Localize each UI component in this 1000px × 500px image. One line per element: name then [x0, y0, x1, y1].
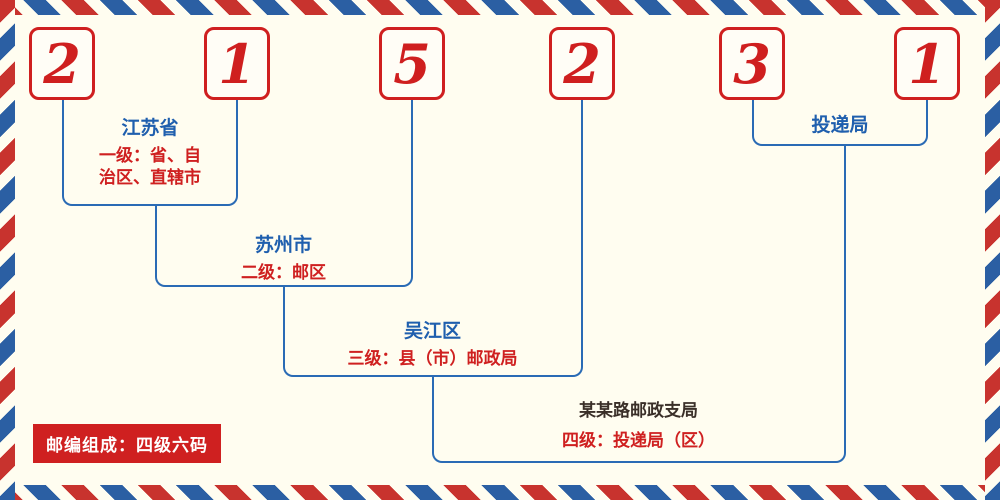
footer-badge: 邮编组成：四级六码	[33, 424, 221, 463]
connector-level4-right	[639, 144, 846, 463]
digit-5: 3	[733, 31, 771, 96]
label-level2: 苏州市 二级：邮区	[155, 230, 412, 284]
digit-4: 2	[563, 31, 601, 96]
digit-box-6: 1	[894, 27, 960, 100]
level2-desc: 二级：邮区	[241, 263, 326, 283]
digit-2: 1	[218, 31, 256, 96]
level1-desc-line1: 一级：省、自	[99, 146, 201, 166]
digit-box-2: 1	[204, 27, 270, 100]
level1-name: 江苏省	[121, 117, 179, 139]
label-delivery-office: 投递局	[752, 110, 928, 137]
level3-name: 吴江区	[403, 320, 461, 342]
airmail-border-left	[0, 0, 15, 500]
airmail-border-top	[0, 0, 1000, 15]
level4-name: 某某路邮政支局	[579, 401, 698, 421]
airmail-border-bottom	[0, 485, 1000, 500]
level1-desc: 一级：省、自 治区、直辖市	[62, 145, 238, 189]
connector-delivery	[752, 100, 928, 146]
level3-desc: 三级：县（市）邮政局	[347, 349, 518, 369]
digit-1: 2	[43, 31, 81, 96]
digit-box-4: 2	[549, 27, 615, 100]
level2-name: 苏州市	[254, 234, 312, 256]
connector-level2-right	[285, 100, 413, 287]
delivery-office-name: 投递局	[811, 114, 869, 136]
connector-level3-right	[433, 100, 583, 377]
digit-6: 1	[908, 31, 946, 96]
digit-box-5: 3	[719, 27, 785, 100]
digit-3: 5	[393, 31, 431, 96]
connector-level3-left	[283, 287, 433, 377]
label-level3: 吴江区 三级：县（市）邮政局	[283, 316, 582, 370]
airmail-border-right	[985, 0, 1000, 500]
level1-desc-line2: 治区、直辖市	[99, 168, 201, 188]
level4-desc: 四级：投递局（区）	[562, 431, 715, 451]
digit-box-1: 2	[29, 27, 95, 100]
label-level4: 某某路邮政支局 四级：投递局（区）	[432, 396, 845, 452]
label-level1: 江苏省 一级：省、自 治区、直辖市	[62, 113, 238, 189]
connector-level1	[62, 100, 238, 206]
digit-box-3: 5	[379, 27, 445, 100]
connector-level2-left	[155, 205, 285, 287]
connector-level4-left	[432, 377, 639, 463]
